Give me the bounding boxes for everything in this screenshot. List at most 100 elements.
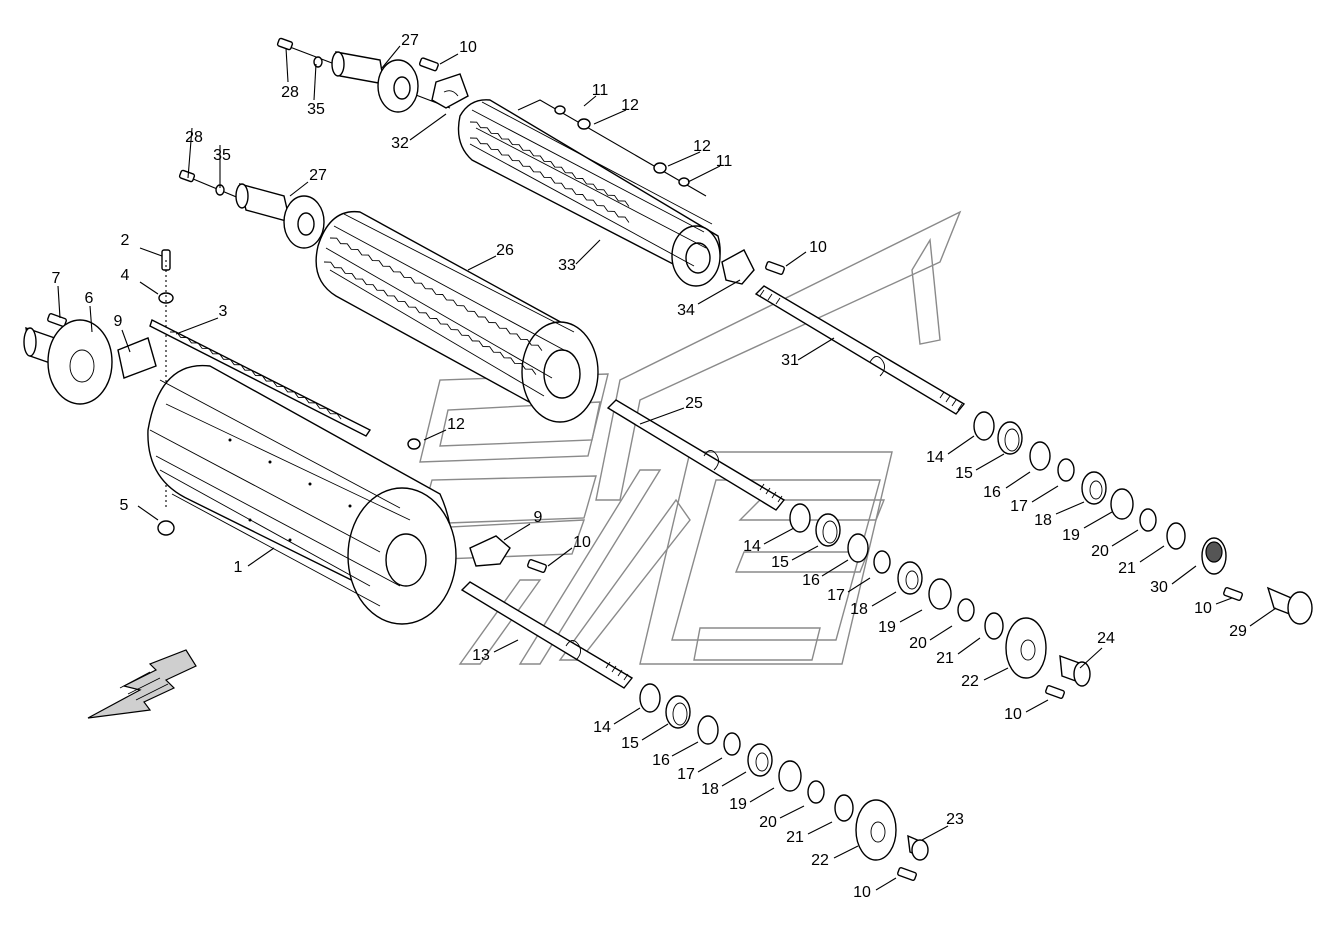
part-callout-20: 20 xyxy=(759,814,777,831)
leader-line xyxy=(1005,471,1031,489)
leader-line xyxy=(697,757,723,773)
leader-line xyxy=(89,305,93,333)
part-callout-10: 10 xyxy=(809,239,827,256)
part-callout-35: 35 xyxy=(307,101,325,118)
leader-line xyxy=(871,591,897,607)
part-callout-31: 31 xyxy=(781,352,799,369)
leader-line xyxy=(957,637,981,655)
upper-left-hub xyxy=(276,37,469,113)
leader-line xyxy=(791,545,819,561)
leader-line xyxy=(1171,565,1197,585)
leader-line xyxy=(721,771,747,787)
leader-line xyxy=(1055,501,1085,515)
shaft-13-assembly xyxy=(460,581,929,881)
shaft-31-assembly xyxy=(754,285,1313,625)
leader-line xyxy=(875,877,897,891)
part-callout-12: 12 xyxy=(693,138,711,155)
leader-line xyxy=(749,787,775,803)
part-callout-12: 12 xyxy=(621,97,639,114)
leader-line xyxy=(313,63,317,101)
part-callout-22: 22 xyxy=(961,673,979,690)
leader-line xyxy=(1249,607,1277,627)
leader-line xyxy=(1025,699,1049,713)
part-callout-9: 9 xyxy=(534,509,543,526)
leader-line xyxy=(247,547,275,567)
part-callout-28: 28 xyxy=(185,129,203,146)
leader-line xyxy=(57,285,61,319)
part-callout-7: 7 xyxy=(52,270,61,287)
part-callout-19: 19 xyxy=(729,796,747,813)
leader-line xyxy=(1139,545,1165,563)
leader-line xyxy=(493,639,519,653)
part-callout-35: 35 xyxy=(213,147,231,164)
middle-left-hub xyxy=(178,169,331,249)
part-callout-11: 11 xyxy=(716,153,733,170)
part-callout-20: 20 xyxy=(1091,543,1109,560)
part-callout-2: 2 xyxy=(121,232,130,249)
part-callout-26: 26 xyxy=(496,242,514,259)
shaft-25-assembly xyxy=(606,399,1091,699)
part-callout-27: 27 xyxy=(309,167,327,184)
part-callout-30: 30 xyxy=(1150,579,1168,596)
leader-line xyxy=(139,281,159,295)
part-callout-14: 14 xyxy=(743,538,761,555)
leader-line xyxy=(639,407,685,425)
part-callout-17: 17 xyxy=(677,766,695,783)
leader-line xyxy=(1079,647,1103,669)
part-callout-18: 18 xyxy=(1034,512,1052,529)
leader-line xyxy=(1215,597,1233,605)
leader-line xyxy=(667,151,701,167)
part-callout-11: 11 xyxy=(592,82,609,99)
part-callout-14: 14 xyxy=(593,719,611,736)
direction-arrow xyxy=(87,649,197,719)
part-callout-24: 24 xyxy=(1097,630,1115,647)
part-callout-10: 10 xyxy=(573,534,591,551)
leader-line xyxy=(503,523,531,541)
leader-line xyxy=(467,255,497,271)
middle-drum xyxy=(315,210,599,423)
part-callout-15: 15 xyxy=(771,554,789,571)
part-callout-10: 10 xyxy=(1004,706,1022,723)
leader-line xyxy=(929,625,953,641)
part-callout-22: 22 xyxy=(811,852,829,869)
part-callout-34: 34 xyxy=(677,302,695,319)
leader-line xyxy=(821,559,849,577)
leader-line xyxy=(807,821,833,835)
part-callout-25: 25 xyxy=(685,395,703,412)
leader-line xyxy=(785,251,807,267)
leader-line xyxy=(439,53,459,65)
part-callout-27: 27 xyxy=(401,32,419,49)
leader-line xyxy=(409,113,447,141)
leader-line xyxy=(983,667,1009,681)
leader-line xyxy=(583,95,597,107)
part-callout-16: 16 xyxy=(983,484,1001,501)
leader-line xyxy=(641,723,669,741)
part-callout-21: 21 xyxy=(786,829,804,846)
part-callout-5: 5 xyxy=(120,497,129,514)
part-callout-21: 21 xyxy=(936,650,954,667)
lower-drum xyxy=(147,364,547,625)
part-callout-19: 19 xyxy=(1062,527,1080,544)
leader-lines xyxy=(57,45,1277,891)
leader-line xyxy=(1083,511,1113,529)
leader-line xyxy=(847,577,871,593)
part-callout-32: 32 xyxy=(391,135,409,152)
part-callout-15: 15 xyxy=(955,465,973,482)
part-callout-14: 14 xyxy=(926,449,944,466)
part-callout-29: 29 xyxy=(1229,623,1247,640)
leader-line xyxy=(921,825,949,841)
leader-line xyxy=(797,337,835,361)
leader-line xyxy=(187,127,193,179)
part-callout-4: 4 xyxy=(121,267,130,284)
part-callout-13: 13 xyxy=(472,647,490,664)
part-callout-12: 12 xyxy=(447,416,465,433)
left-hub-assembly xyxy=(23,249,421,536)
part-callout-16: 16 xyxy=(802,572,820,589)
leader-line xyxy=(423,429,447,441)
upper-drum xyxy=(457,99,785,287)
part-callout-17: 17 xyxy=(1010,498,1028,515)
part-callout-17: 17 xyxy=(827,587,845,604)
leader-line xyxy=(833,845,859,859)
